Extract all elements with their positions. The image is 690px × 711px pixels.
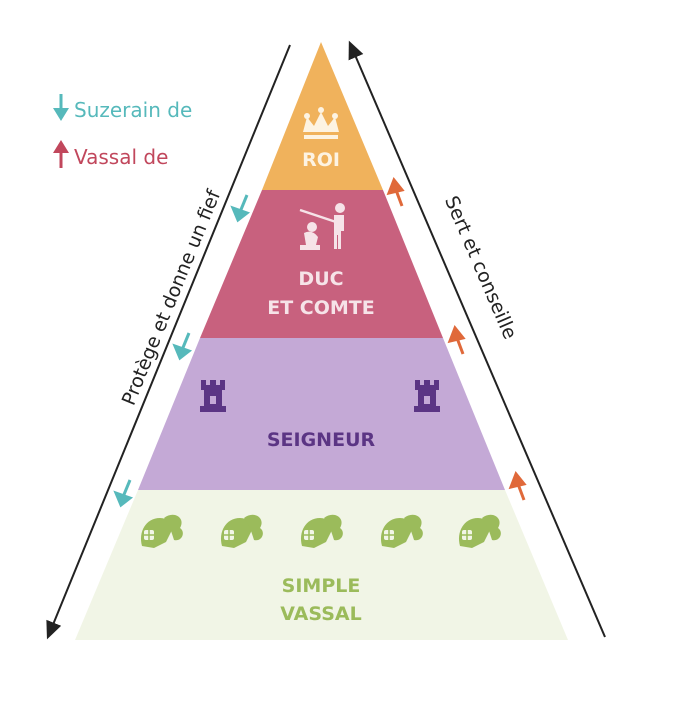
right-side-label: Sert et conseille <box>440 193 521 343</box>
legend: Suzerain de Vassal de <box>53 94 192 169</box>
legend-vassal-label: Vassal de <box>74 145 168 169</box>
crown-icon <box>303 107 339 139</box>
right-side-arrow <box>348 40 606 638</box>
level-vassal <box>75 490 568 640</box>
level-comte-label: ET COMTE <box>267 297 375 319</box>
level-seigneur <box>138 338 505 490</box>
left-side-arrow <box>46 44 291 640</box>
vassal-arrows <box>386 177 527 501</box>
level-duc-label: DUC <box>298 268 343 290</box>
level-seigneur-label: SEIGNEUR <box>267 429 376 451</box>
arrow-down-icon <box>113 479 134 508</box>
level-duc-comte <box>200 190 443 338</box>
arrow-down-icon <box>53 94 69 121</box>
arrow-up-icon <box>508 471 527 501</box>
arrow-up-icon <box>447 325 466 355</box>
level-roi-label: ROI <box>302 149 340 171</box>
level-vassal-label: VASSAL <box>280 603 361 625</box>
level-simple-label: SIMPLE <box>282 575 361 597</box>
suzerain-arrows <box>113 194 251 508</box>
legend-suzerain-label: Suzerain de <box>74 98 192 122</box>
arrow-down-icon <box>230 194 251 223</box>
arrow-down-icon <box>172 332 193 361</box>
arrow-up-icon <box>53 140 69 168</box>
arrow-up-icon <box>386 177 405 207</box>
knighting-ceremony-icon <box>299 203 345 250</box>
